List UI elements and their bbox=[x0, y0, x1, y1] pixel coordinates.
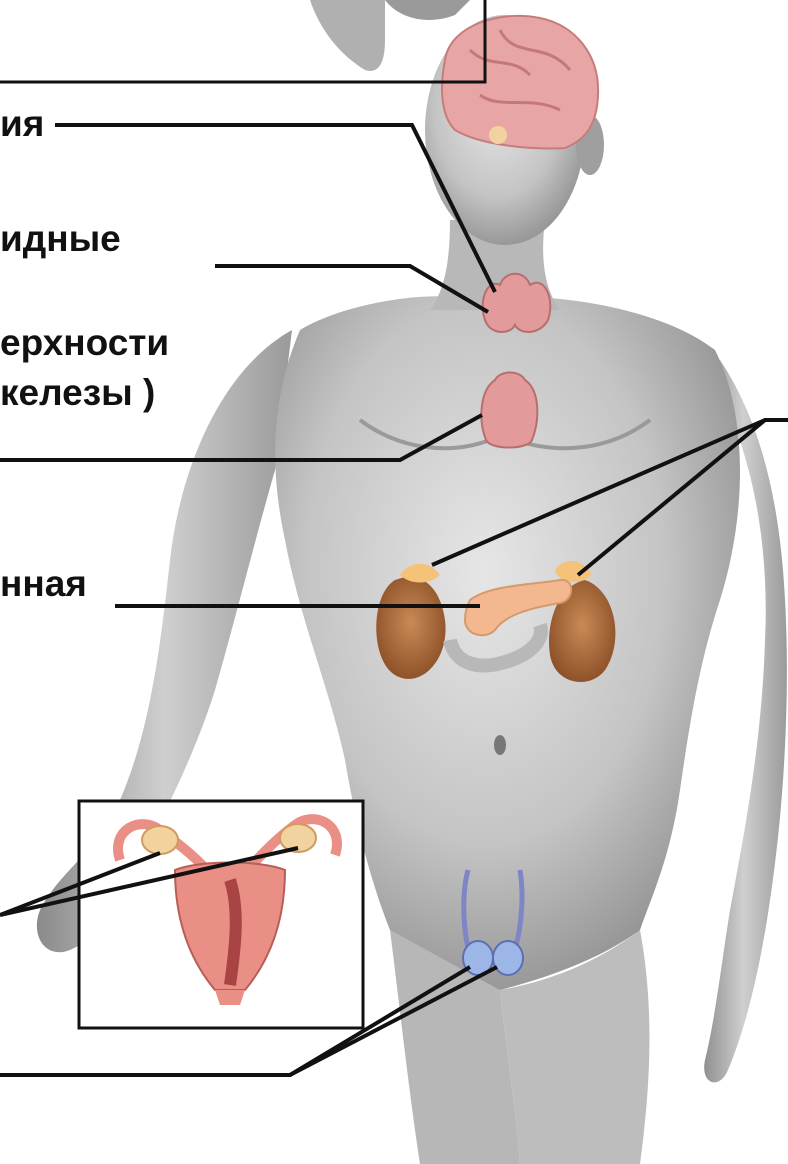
label-pituitary: ия bbox=[0, 104, 44, 145]
label-thyroid-line2: келезы ) bbox=[0, 373, 155, 414]
pituitary-gland bbox=[489, 126, 507, 144]
thymus bbox=[481, 373, 537, 448]
ovary-right bbox=[142, 826, 178, 854]
label-parathyroid: идные bbox=[0, 219, 121, 260]
testis-left bbox=[493, 941, 523, 975]
ovary-left bbox=[280, 824, 316, 852]
uterus-inset bbox=[79, 801, 363, 1028]
label-thyroid-line1: ерхности bbox=[0, 323, 169, 364]
brain-inset bbox=[0, 0, 485, 82]
label-pancreas: нная bbox=[0, 564, 87, 605]
